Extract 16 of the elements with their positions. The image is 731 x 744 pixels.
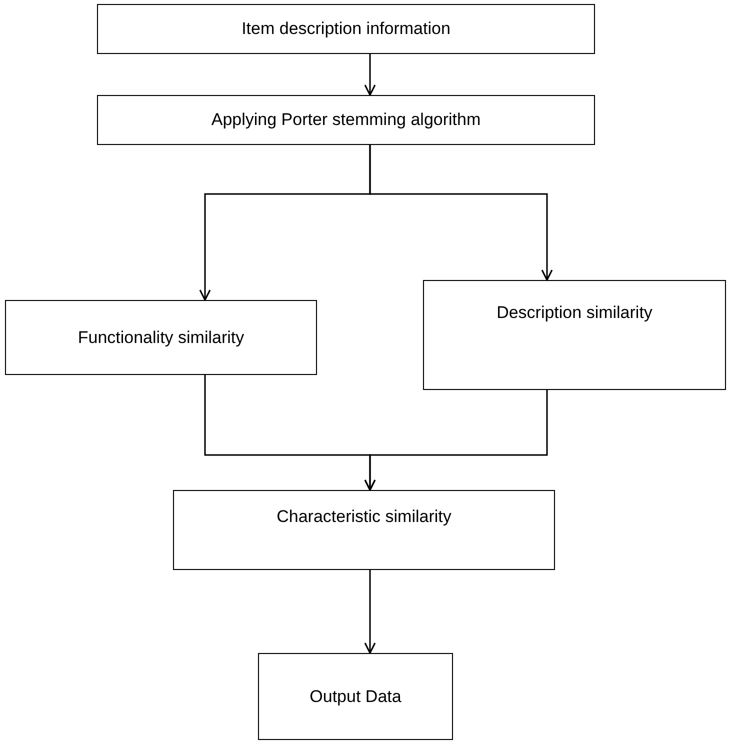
- process-box: [97, 95, 595, 145]
- box-label: Description similarity: [496, 303, 652, 323]
- process-box: [5, 300, 317, 375]
- box-label: Applying Porter stemming algorithm: [211, 110, 481, 130]
- box-label: Output Data: [310, 686, 402, 706]
- process-box: [258, 653, 453, 740]
- arrow: [364, 54, 376, 96]
- process-box: [173, 490, 555, 570]
- box-label: Characteristic similarity: [276, 507, 452, 527]
- box-label: Item description information: [242, 19, 450, 39]
- arrow: [369, 145, 553, 281]
- arrow: [364, 390, 548, 491]
- arrow: [364, 570, 376, 654]
- process-box: [423, 280, 726, 390]
- process-box: [97, 4, 595, 54]
- box-label: Functionality similarity: [78, 328, 244, 348]
